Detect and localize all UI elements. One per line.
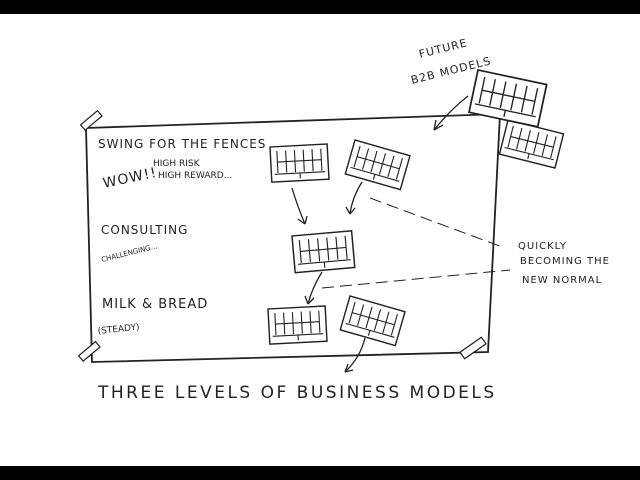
- challenging-label: CHALLENGING...: [101, 242, 158, 264]
- canvas-middle: [291, 230, 356, 274]
- diagram-title: THREE LEVELS OF BUSINESS MODELS: [97, 383, 497, 403]
- dashed-line-lower: [321, 269, 511, 289]
- high-risk-label: HIGH RISK: [153, 159, 201, 169]
- future-canvas-front: [468, 69, 548, 128]
- canvas-top-left: [269, 143, 330, 183]
- future-canvas-back: [498, 119, 565, 169]
- letterbox-top: [0, 0, 640, 14]
- wow-label: WOW!!: [102, 165, 159, 192]
- swing-label: SWING FOR THE FENCES: [98, 137, 266, 151]
- canvas-bottom-left: [267, 305, 328, 345]
- quickly-label-line1: QUICKLY: [518, 241, 567, 252]
- canvas-bottom-right: [339, 295, 406, 347]
- tape-icon: [77, 99, 511, 362]
- arrow-icon: [291, 181, 366, 373]
- steady-label: (STEADY): [97, 323, 140, 337]
- arrow-future: [433, 95, 469, 131]
- letterbox-bottom: [0, 466, 640, 480]
- future-label-line1: FUTURE: [418, 36, 469, 61]
- high-reward-label: HIGH REWARD...: [158, 171, 232, 181]
- consulting-label: CONSULTING: [101, 223, 188, 237]
- board-outline: [85, 113, 501, 363]
- dashed-line-upper: [369, 197, 506, 249]
- canvas-top-right: [344, 139, 411, 191]
- quickly-label-line2: BECOMING THE: [520, 256, 610, 267]
- quickly-label-line3: NEW NORMAL: [522, 275, 602, 286]
- milk-bread-label: MILK & BREAD: [102, 297, 208, 312]
